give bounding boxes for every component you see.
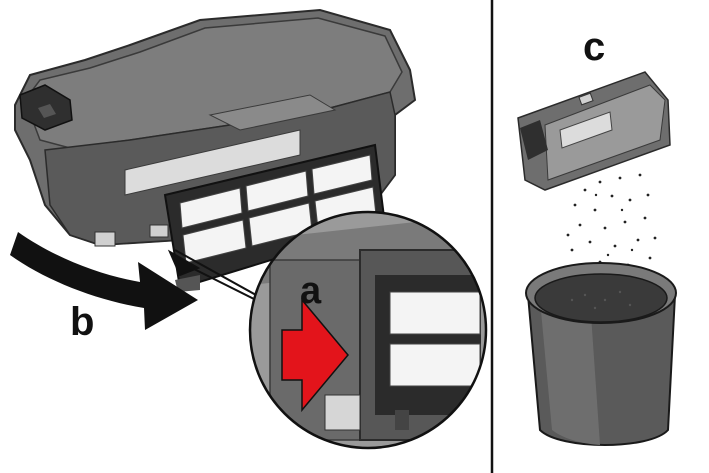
tilted-dustbin-illustration	[517, 71, 671, 191]
step-label-c: c	[583, 25, 605, 69]
red-arrow-icon	[281, 297, 349, 413]
step-label-a: a	[300, 270, 322, 312]
curved-arrow-icon	[10, 232, 198, 330]
step-label-b: b	[70, 300, 94, 344]
trash-can-illustration	[525, 262, 677, 446]
callout-leader	[167, 249, 273, 309]
